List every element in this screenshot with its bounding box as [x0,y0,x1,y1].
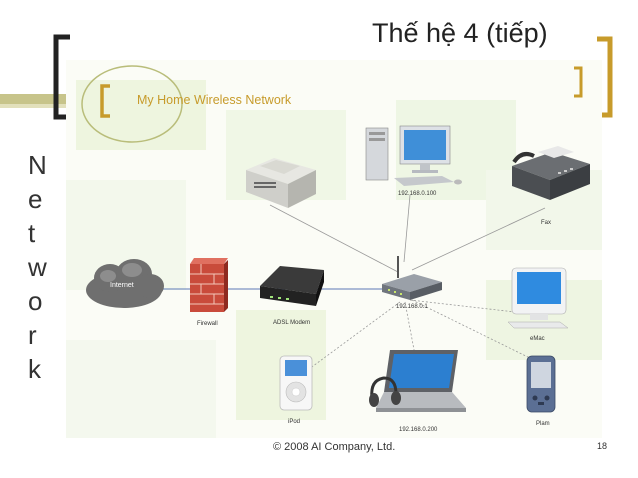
link-pc [403,194,411,263]
wireless-laptop [404,301,416,356]
router-ip-label: 192.168.0.1 [396,304,428,310]
internet-cloud-icon [86,259,164,308]
link-fax [411,207,546,271]
bg-tile [66,340,216,438]
bg-letter: w [28,252,47,282]
printer-icon [246,158,316,208]
background-text: N e t w o r k [28,148,48,386]
adsl-modem-icon [260,266,324,306]
bg-letter: N [28,150,47,180]
router-icon [382,256,442,300]
left-bracket-icon [53,34,70,120]
laptop-ip-label: 192.168.0.200 [399,427,438,433]
laptop-icon [369,350,466,412]
footer-copyright: © 2008 AI Company, Ltd. [273,441,396,453]
diagram-title: My Home Wireless Network [137,93,292,107]
fax-label: Fax [541,220,552,226]
wireless-palm [411,299,539,363]
palm-icon [526,355,556,413]
small-bracket-icon [100,84,110,118]
slide-title: Thế hệ 4 (tiếp) [372,18,548,48]
pc-ip-label: 192.168.0.100 [398,191,437,197]
ipod-label: iPod [288,419,301,425]
header-ellipse [81,65,183,143]
firewall-label: Firewall [197,321,218,327]
wireless-emac [409,299,516,313]
link-printer [269,204,399,273]
decor-bar-light [0,104,90,108]
modem-label: ADSL Modem [273,320,311,326]
emac-icon [507,267,569,329]
bg-letter: e [28,184,43,214]
bg-letter: r [28,320,37,350]
bg-letter: t [28,218,36,248]
small-bracket-right-icon [574,66,583,98]
palm-label: Plam [536,421,550,427]
right-bracket-icon [597,36,613,118]
fax-icon [512,146,590,200]
emac-label: eMac [530,336,545,342]
ipod-icon [279,355,313,411]
bg-letter: o [28,286,43,316]
page-number: 18 [597,441,608,451]
bg-letter: k [28,354,41,384]
internet-label: Internet [110,282,134,289]
bg-tile [76,80,206,150]
pc-icon [365,125,462,186]
firewall-icon [190,258,228,312]
